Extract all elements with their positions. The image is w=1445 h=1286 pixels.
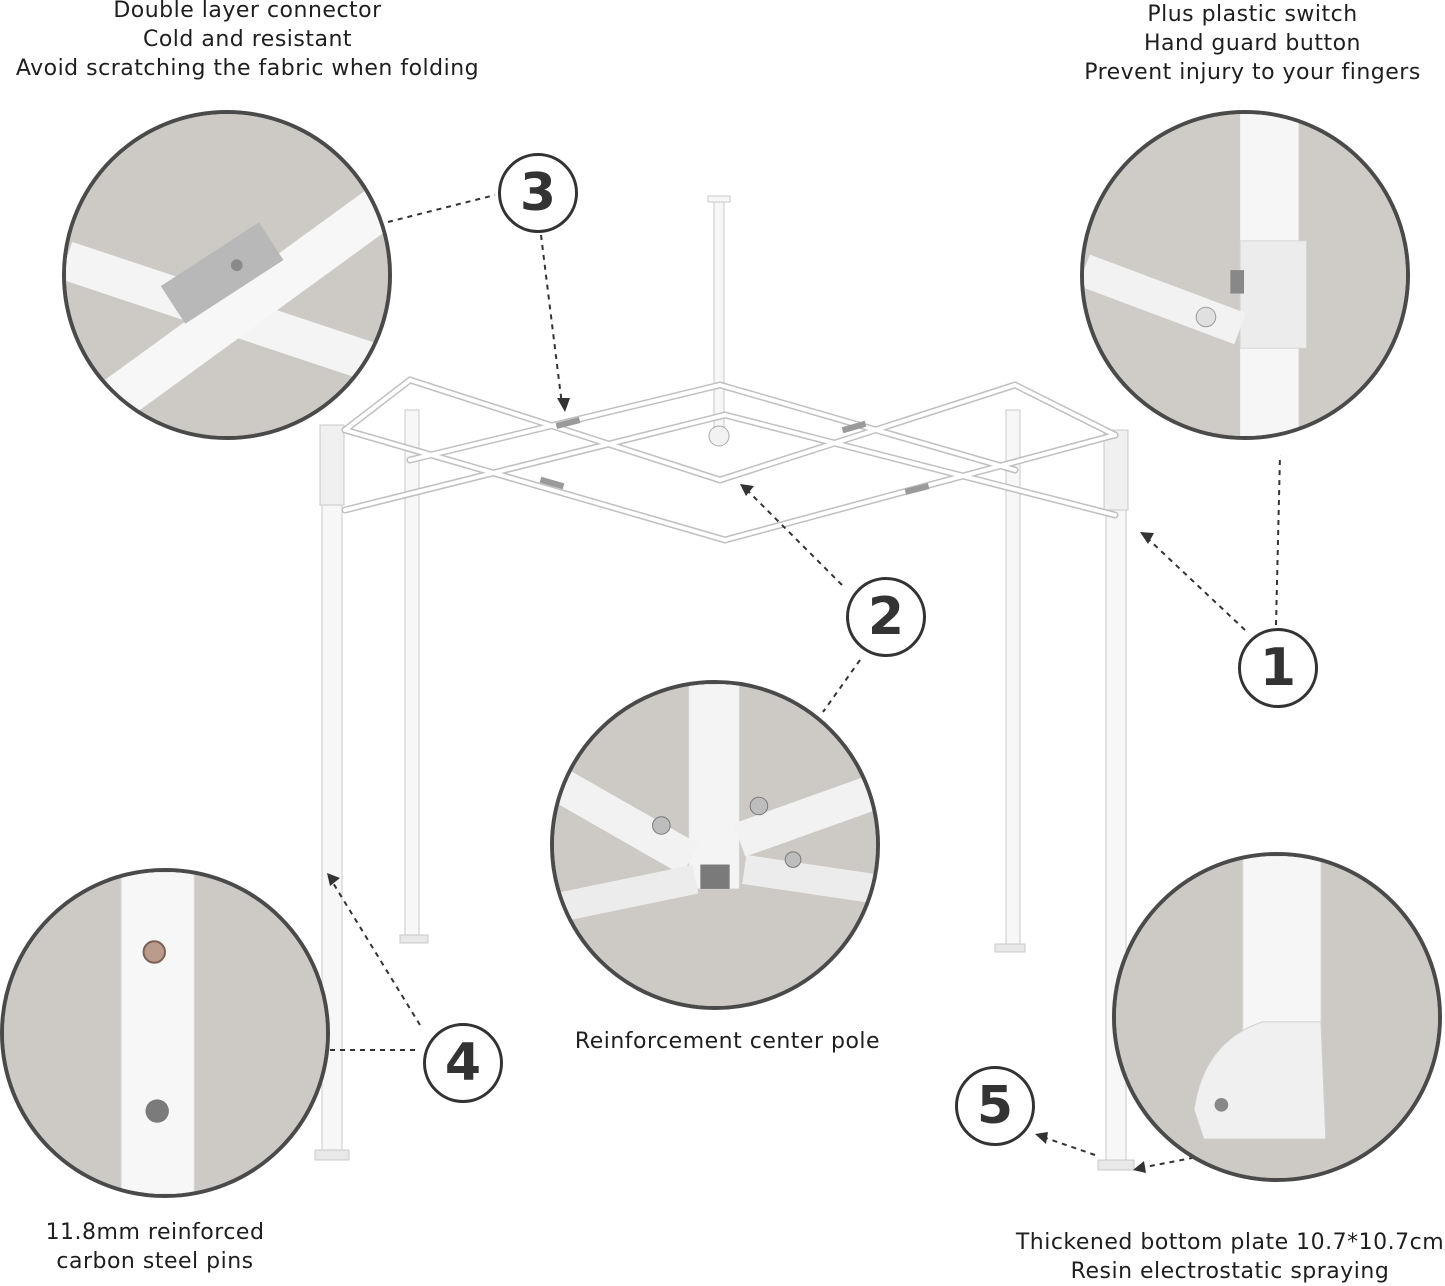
- caption-line: Double layer connector: [113, 0, 382, 23]
- badge-number-2: 2: [846, 577, 926, 657]
- caption-bottom-plate: Thickened bottom plate 10.7*10.7cm Resin…: [1015, 1228, 1445, 1286]
- badge-number-1: 1: [1238, 628, 1318, 708]
- detail-bottom-plate: [1112, 852, 1442, 1182]
- steel-pin: [142, 940, 166, 964]
- caption-center-pole: Reinforcement center pole: [540, 1027, 915, 1056]
- caption-line: carbon steel pins: [56, 1249, 254, 1274]
- caption-line: Thickened bottom plate 10.7*10.7cm: [1015, 1230, 1445, 1255]
- metal-connector-plate: [160, 222, 284, 324]
- detail-steel-pins: [0, 868, 330, 1198]
- caption-line: Plus plastic switch: [1147, 2, 1358, 27]
- foot-plate: [399, 934, 429, 944]
- caption-line: 11.8mm reinforced: [45, 1220, 265, 1245]
- caption-steel-pins: 11.8mm reinforced carbon steel pins: [20, 1218, 290, 1276]
- pin-hole: [145, 1099, 169, 1123]
- caption-plastic-switch: Plus plastic switch Hand guard button Pr…: [1065, 0, 1440, 87]
- switch-housing: [1239, 240, 1307, 349]
- caption-double-layer-connector: Double layer connector Cold and resistan…: [0, 0, 495, 83]
- foot-plate: [314, 1149, 350, 1161]
- caption-line: Resin electrostatic spraying: [1070, 1259, 1390, 1284]
- detail-center-pole: [550, 680, 880, 1010]
- detail-double-layer-connector: [62, 110, 392, 440]
- caption-line: Cold and resistant: [142, 27, 353, 52]
- bottom-plate: [1193, 1021, 1327, 1140]
- foot-plate: [1097, 1159, 1135, 1171]
- caption-line: Prevent injury to your fingers: [1084, 60, 1421, 85]
- caption-line: Avoid scratching the fabric when folding: [15, 56, 480, 81]
- caption-line: Hand guard button: [1144, 31, 1361, 56]
- center-pole: [713, 197, 725, 444]
- badge-number-5: 5: [955, 1066, 1035, 1146]
- detail-plastic-switch: [1080, 110, 1410, 440]
- badge-number-3: 3: [498, 153, 578, 233]
- center-pole: [688, 684, 740, 890]
- foot-plate: [994, 943, 1026, 953]
- leg-tube: [120, 872, 195, 1194]
- badge-number-4: 4: [423, 1023, 503, 1103]
- caption-line: Reinforcement center pole: [574, 1029, 881, 1054]
